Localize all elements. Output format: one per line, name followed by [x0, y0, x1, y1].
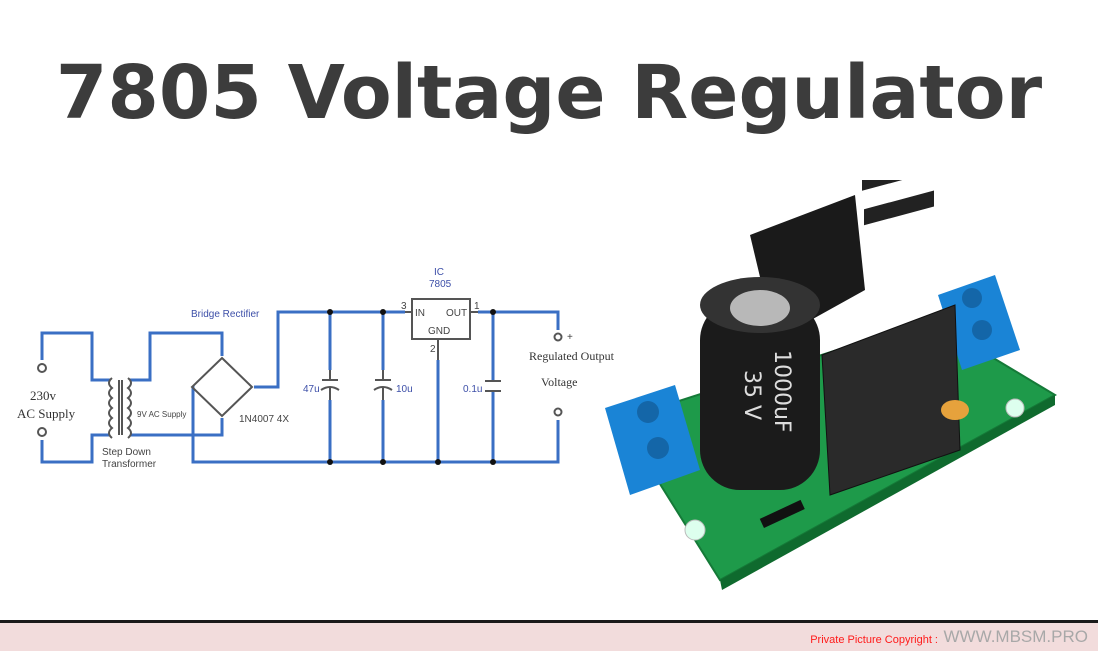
capacitor-cap: [730, 290, 790, 326]
input-terminal: [37, 427, 47, 437]
components: [37, 298, 563, 439]
ceramic-capacitor: [941, 400, 969, 420]
ic-part: 7805: [429, 279, 452, 290]
cap1-label: 47u: [303, 384, 320, 395]
ic-7805: [411, 298, 471, 340]
page-title: 7805 Voltage Regulator: [55, 50, 1043, 136]
capacitor-value: 1000uF: [769, 350, 794, 433]
ic-in: IN: [415, 308, 425, 319]
cap2-label: 10u: [396, 384, 413, 395]
diode-label: 1N4007 4X: [239, 414, 289, 425]
bridge-rectifier: [190, 356, 254, 418]
terminal-block-right: [938, 275, 1020, 370]
output-terminal-negative: [553, 407, 563, 417]
electrolytic-capacitor: 1000uF 35 V: [700, 277, 820, 490]
junction-dots: [327, 309, 496, 465]
wires: [40, 310, 560, 464]
footer: Private Picture Copyright : WWW.MBSM.PRO: [0, 620, 1098, 651]
output-label: Regulated Output: [529, 349, 615, 363]
bridge-label: Bridge Rectifier: [191, 309, 260, 320]
site-link[interactable]: WWW.MBSM.PRO: [943, 627, 1088, 646]
pin-gnd: 2: [430, 344, 436, 355]
transformer-label: Step Down: [102, 447, 151, 458]
transformer-label: Transformer: [102, 459, 157, 470]
terminal-block-left: [605, 385, 700, 495]
transformer-primary: [108, 377, 114, 439]
mount-hole: [684, 519, 706, 541]
circuit-schematic: 230v AC Supply 9V AC Supply Step Down Tr…: [17, 267, 615, 470]
copyright-text: Private Picture Copyright :: [810, 634, 938, 646]
ic-gnd: GND: [428, 326, 450, 337]
input-label: AC Supply: [17, 406, 76, 421]
pin-in: 3: [401, 301, 407, 312]
secondary-label: 9V AC Supply: [137, 410, 186, 419]
input-terminal: [37, 363, 47, 373]
mount-hole: [1005, 398, 1025, 418]
diode: [759, 499, 805, 528]
input-voltage: 230v: [30, 388, 57, 403]
output-label: Voltage: [541, 375, 577, 389]
output-plus: +: [567, 332, 573, 343]
cap3-label: 0.1u: [463, 384, 482, 395]
pcb-module-photo: 1000uF 35 V: [605, 180, 1058, 590]
heatsink: [750, 180, 961, 496]
capacitor-voltage: 35 V: [739, 370, 764, 420]
ic-label: IC: [434, 267, 444, 278]
output-terminal-positive: [553, 332, 563, 342]
ic-out: OUT: [446, 308, 467, 319]
transformer-secondary: [126, 377, 132, 439]
pin-out: 1: [474, 301, 480, 312]
